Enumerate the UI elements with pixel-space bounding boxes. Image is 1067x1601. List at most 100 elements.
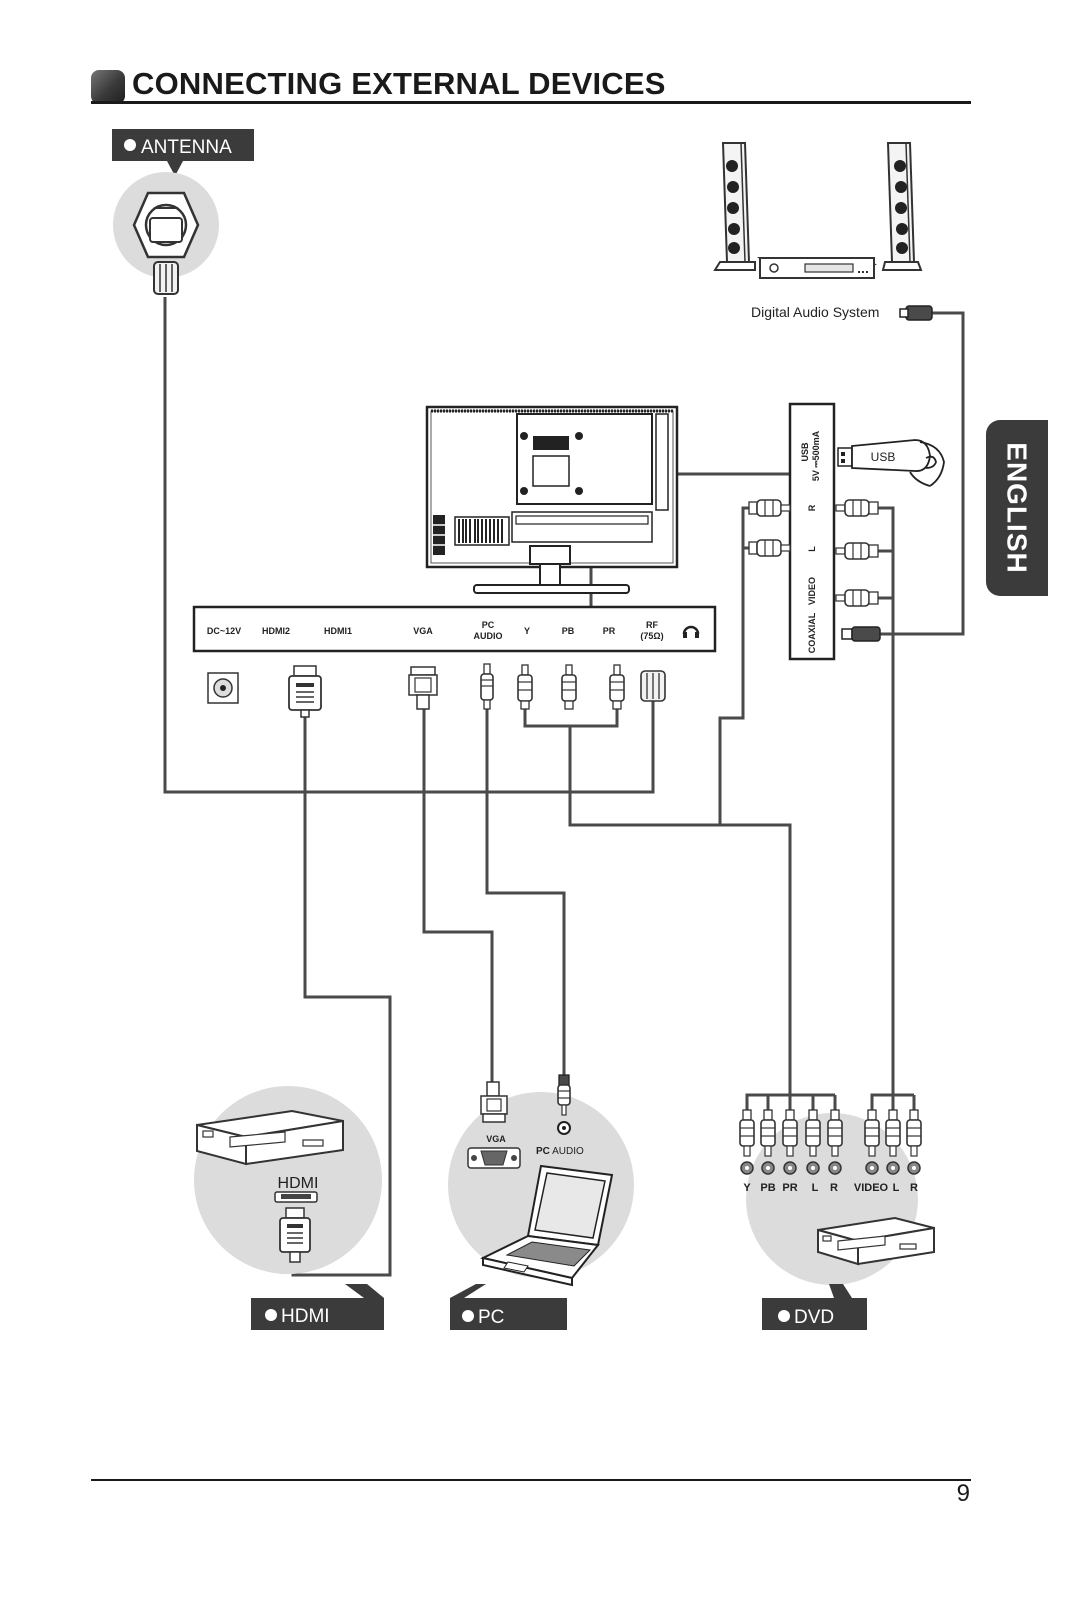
hand-icon [909, 441, 945, 487]
side-audio-r-plug-right-icon [835, 499, 879, 517]
pc-label: PC [478, 1307, 504, 1328]
pc-audio-device-plug-icon [557, 1074, 571, 1116]
dvd-jack-label-r: R [830, 1182, 838, 1194]
page-number: 9 [956, 1480, 970, 1507]
dvd-plug-video-icon [864, 1109, 880, 1157]
dvd-jack-label-video-l: L [893, 1182, 900, 1194]
pc-vga-plug-icon [480, 1081, 508, 1123]
side-audio-r-plug-left-icon [748, 499, 791, 517]
language-tab [986, 420, 1048, 596]
port-label-pc-audio-1: PC [482, 620, 495, 630]
tv-back-icon [425, 405, 679, 594]
antenna-group: ANTENNA [112, 129, 254, 295]
side-port-label-video: VIDEO [807, 577, 817, 605]
dvd-jack-label-y: Y [743, 1182, 751, 1194]
pc-vga-label: VGA [486, 1134, 506, 1144]
pc-audio-label-rest: AUDIO [550, 1146, 584, 1157]
coaxial-plug-icon [899, 305, 933, 321]
footer-divider [91, 1479, 971, 1481]
port-label-y: Y [524, 626, 530, 636]
hdmi-plug-icon [288, 665, 322, 718]
tv-connector-panel: DC~12V HDMI2 HDMI1 VGA PC AUDIO Y PB PR … [192, 605, 717, 653]
audio-system-group: Digital Audio System [713, 142, 933, 321]
cable-vga [422, 708, 494, 1082]
pc-audio-jack-icon [557, 1121, 571, 1135]
side-port-label-usb-1: USB [800, 442, 810, 462]
dvd-label: DVD [794, 1307, 834, 1328]
port-label-dc: DC~12V [207, 626, 241, 636]
left-speaker-icon [713, 142, 756, 271]
dvd-rca-plugs [739, 1109, 922, 1157]
hdmi-bullet-icon [265, 1309, 277, 1321]
page-title: CONNECTING EXTERNAL DEVICES [132, 66, 666, 101]
hdmi-socket-icon [274, 1191, 318, 1203]
usb-dongle-icon: USB [837, 439, 931, 472]
component-plug-y-icon [517, 664, 533, 710]
cable-component-bus [523, 708, 619, 728]
hdmi-player-icon [196, 1109, 344, 1166]
port-label-pc-audio-2: AUDIO [474, 631, 503, 641]
dvd-bullet-icon [778, 1310, 790, 1322]
component-plug-pr-icon [609, 664, 625, 710]
side-port-label-r: R [807, 504, 817, 511]
digital-audio-system-label: Digital Audio System [751, 304, 879, 320]
port-label-hdmi1: HDMI1 [324, 626, 352, 636]
port-label-pr: PR [603, 626, 616, 636]
dvd-plug-video-r-icon [906, 1109, 922, 1157]
pc-bullet-icon [462, 1310, 474, 1322]
right-speaker-icon [881, 142, 923, 271]
laptop-icon [480, 1164, 614, 1287]
pc-audio-label-bold: PC [536, 1146, 550, 1157]
dvd-device-group: Y PB PR L R VIDEO L R DVD [739, 1109, 935, 1330]
dvd-plug-pr-icon [782, 1109, 798, 1157]
port-label-hdmi2: HDMI2 [262, 626, 290, 636]
tv-side-panel: USB 5V ⎓500mA R L VIDEO COAXIAL [788, 402, 836, 661]
port-label-pb: PB [562, 626, 575, 636]
side-coaxial-plug-icon [841, 626, 881, 642]
cable-pc-audio [485, 708, 566, 1075]
dvd-plug-audio-r-icon [827, 1109, 843, 1157]
cable-component-main [568, 726, 792, 1110]
dvd-jack-label-l: L [812, 1182, 819, 1194]
side-video-plug-icon [835, 589, 879, 607]
cable-audio-lr [718, 506, 749, 825]
dc-jack-icon [207, 672, 239, 704]
dvd-jack-label-video: VIDEO [854, 1182, 889, 1194]
hdmi-label: HDMI [281, 1306, 330, 1327]
side-port-label-usb-2: 5V ⎓500mA [811, 430, 821, 481]
usb-dongle-label: USB [871, 450, 896, 464]
port-label-vga: VGA [413, 626, 433, 636]
svg-text:PC AUDIO: PC AUDIO [536, 1146, 584, 1157]
pc-device-group: VGA PC AUDIO PC [448, 1074, 634, 1330]
antenna-label: ANTENNA [141, 137, 232, 158]
cable-antenna-rf [163, 297, 655, 794]
title-divider [91, 101, 971, 104]
cable-coaxial [880, 311, 965, 636]
port-label-rf-2: (75Ω) [640, 631, 663, 641]
dvd-plug-pb-icon [760, 1109, 776, 1157]
pc-vga-socket-icon [467, 1147, 521, 1169]
antenna-bullet-icon [124, 139, 136, 151]
dvd-player-icon [817, 1216, 935, 1266]
title-bullet-icon [91, 70, 125, 104]
rf-plug-icon [640, 670, 666, 702]
hdmi-device-plug-icon [279, 1207, 311, 1263]
side-audio-l-plug-right-icon [835, 542, 879, 560]
dvd-jack-label-pb: PB [760, 1182, 775, 1194]
dvd-plug-y-icon [739, 1109, 755, 1157]
dvd-jack-label-video-r: R [910, 1182, 918, 1194]
audio-receiver-icon [757, 257, 877, 279]
hdmi-device-label: HDMI [278, 1175, 319, 1192]
pc-audio-plug-icon [480, 663, 494, 710]
component-plug-pb-icon [561, 664, 577, 710]
side-port-label-coaxial: COAXIAL [807, 612, 817, 653]
dvd-jack-label-pr: PR [782, 1182, 797, 1194]
hdmi-device-group: HDMI HDMI [194, 1086, 384, 1330]
headphone-icon [682, 625, 700, 638]
side-audio-l-plug-left-icon [748, 539, 791, 557]
dvd-plug-audio-l-icon [805, 1109, 821, 1157]
vga-plug-icon [408, 666, 438, 710]
port-label-rf-1: RF [646, 620, 658, 630]
side-port-label-l: L [807, 546, 817, 552]
